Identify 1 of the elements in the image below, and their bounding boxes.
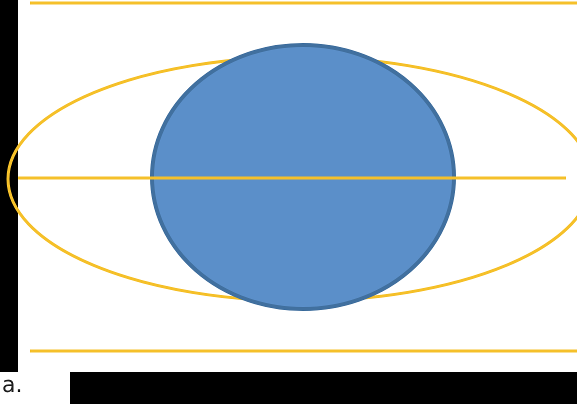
panel-label: a. (2, 372, 22, 400)
